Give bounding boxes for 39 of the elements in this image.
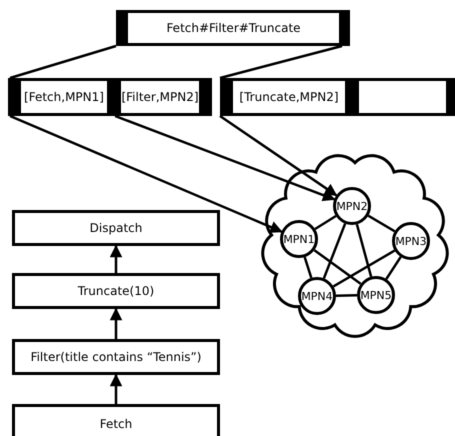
node-label: MPN2 <box>336 200 368 212</box>
node-label: Fetch <box>100 417 132 431</box>
arrow <box>114 114 336 202</box>
packet-cell <box>8 78 110 116</box>
connector-line <box>314 214 337 230</box>
connector-line <box>336 294 358 297</box>
node-label: MPN3 <box>395 234 427 248</box>
arrow <box>110 308 122 339</box>
connector-line <box>385 256 402 280</box>
packet-cell <box>110 78 212 116</box>
arrow <box>219 114 338 196</box>
connector-line <box>332 250 396 288</box>
node-label: MPN5 <box>360 288 392 302</box>
arrow <box>110 374 122 404</box>
node-label: Dispatch <box>90 221 142 235</box>
node-label: [Fetch,MPN1] <box>24 90 104 104</box>
arrow <box>110 244 122 273</box>
packet-cell <box>348 78 455 116</box>
process-box <box>12 339 220 375</box>
connector-line <box>368 214 396 232</box>
connector-line <box>322 223 346 279</box>
connector-line <box>314 249 362 285</box>
node-label: MPN1 <box>283 232 315 246</box>
process-box <box>12 210 220 246</box>
node-label: [Filter,MPN2] <box>121 90 199 104</box>
node-label: MPN4 <box>301 290 333 302</box>
node-label: Truncate(10) <box>78 284 154 298</box>
connector-line <box>356 224 372 278</box>
arrow <box>10 114 283 233</box>
process-box <box>12 273 220 309</box>
packet-bar <box>116 10 350 46</box>
connector-line <box>304 256 312 278</box>
connector-line <box>10 44 116 80</box>
connector-line <box>220 44 342 80</box>
node-label: [Truncate,MPN2] <box>239 90 339 104</box>
node-label: Filter(title contains “Tennis”) <box>30 350 202 364</box>
node-label: Fetch#Filter#Truncate <box>166 21 301 35</box>
packet-cell <box>220 78 348 116</box>
process-box <box>12 404 220 436</box>
